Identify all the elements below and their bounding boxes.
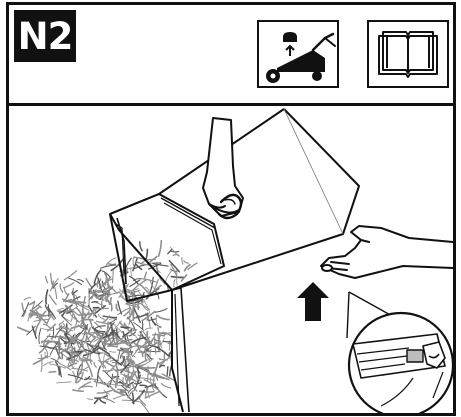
grass-blade	[121, 327, 129, 328]
grass-blade	[86, 279, 91, 287]
grass-blade	[98, 315, 104, 320]
grass-blade	[30, 315, 43, 316]
grass-blade	[144, 301, 150, 313]
grass-blade	[110, 292, 120, 295]
grass-blade	[81, 361, 83, 374]
grass-blade	[79, 382, 91, 389]
grass-blade	[167, 367, 168, 376]
grass-blade	[90, 353, 91, 364]
grass-blade	[57, 382, 71, 383]
grass-blade	[137, 331, 141, 343]
grass-blade	[130, 307, 131, 313]
manual-icon-box	[367, 20, 449, 88]
grass-bag	[110, 109, 359, 412]
grass-blade	[95, 380, 97, 386]
grass-blade	[124, 312, 129, 316]
grass-blade	[156, 315, 157, 324]
grass-blade	[110, 351, 116, 352]
open-book-icon	[369, 22, 447, 86]
grass-blade	[89, 379, 97, 380]
grass-blade	[74, 320, 76, 331]
grass-blade	[73, 371, 77, 382]
grass-blade	[109, 355, 121, 365]
handle-hand	[203, 118, 243, 218]
grass-blade	[184, 261, 189, 263]
grass-blade	[104, 370, 115, 382]
grass-blade	[133, 390, 145, 402]
grass-blade	[95, 399, 98, 403]
grass-blade	[54, 284, 57, 299]
grass-blade	[46, 277, 48, 283]
instruction-panel: N2	[6, 2, 456, 416]
grass-blade	[73, 390, 84, 391]
grass-blade	[35, 323, 39, 335]
grass-blade	[72, 347, 73, 362]
grass-blade	[78, 280, 84, 282]
grass-blade	[133, 257, 134, 266]
grass-blade	[161, 384, 170, 388]
grass-blade	[60, 367, 62, 377]
grass-blade	[43, 362, 53, 366]
grass-blade	[145, 328, 152, 330]
grass-blade	[83, 367, 88, 370]
grass-blade	[60, 284, 63, 292]
grass-blade	[140, 242, 142, 251]
grass-blade	[182, 258, 183, 265]
grass-blade	[159, 333, 166, 334]
grass-blade	[118, 350, 120, 360]
grass-blade	[88, 399, 93, 400]
grass-blade	[145, 272, 147, 278]
grass-blade	[118, 301, 122, 314]
grass-blade	[24, 298, 31, 300]
grass-blade	[121, 348, 130, 349]
grass-blade	[45, 352, 46, 358]
grass-blade	[159, 241, 162, 256]
grass-blade	[140, 402, 150, 413]
grass-blade	[108, 346, 117, 347]
grass-blade	[94, 363, 96, 368]
up-arrow-icon	[297, 282, 329, 321]
grass-blade	[113, 270, 114, 283]
grass-blade	[34, 319, 49, 321]
grass-blade	[51, 273, 52, 284]
grass-blade	[49, 372, 56, 373]
grass-blade	[52, 281, 53, 287]
grass-blade	[39, 329, 41, 343]
step-label: N2	[14, 10, 76, 62]
grass-blade	[174, 279, 175, 287]
grass-blade	[100, 399, 106, 403]
grass-blade	[108, 264, 116, 265]
grass-blade	[49, 295, 56, 305]
grass-blade	[154, 309, 167, 313]
grass-blade	[101, 265, 116, 268]
grass-blade	[155, 386, 166, 398]
grass-blade	[57, 308, 64, 310]
mower-icon-box	[257, 20, 339, 88]
panel-header: N2	[9, 5, 453, 106]
grass-blade	[157, 315, 169, 319]
emptying-bag-drawing	[9, 106, 453, 413]
grass-blade	[64, 288, 68, 295]
grass-blade	[160, 365, 165, 367]
grass-blade	[129, 317, 130, 324]
grass-blade	[146, 249, 148, 259]
grass-blade	[41, 355, 42, 372]
grass-clippings	[18, 241, 197, 413]
grass-blade	[87, 326, 88, 331]
grass-blade	[116, 305, 118, 311]
grass-bag-illustration	[9, 106, 453, 413]
grass-blade	[46, 290, 48, 304]
grass-blade	[188, 263, 197, 269]
grass-blade	[56, 362, 60, 375]
lawn-mower-icon	[259, 22, 337, 86]
grass-blade	[18, 327, 30, 332]
grass-blade	[69, 278, 82, 285]
grass-blade	[75, 317, 79, 322]
grass-blade	[140, 385, 146, 386]
grass-blade	[34, 356, 48, 364]
grass-blade	[141, 351, 142, 357]
grass-blade	[63, 283, 73, 288]
